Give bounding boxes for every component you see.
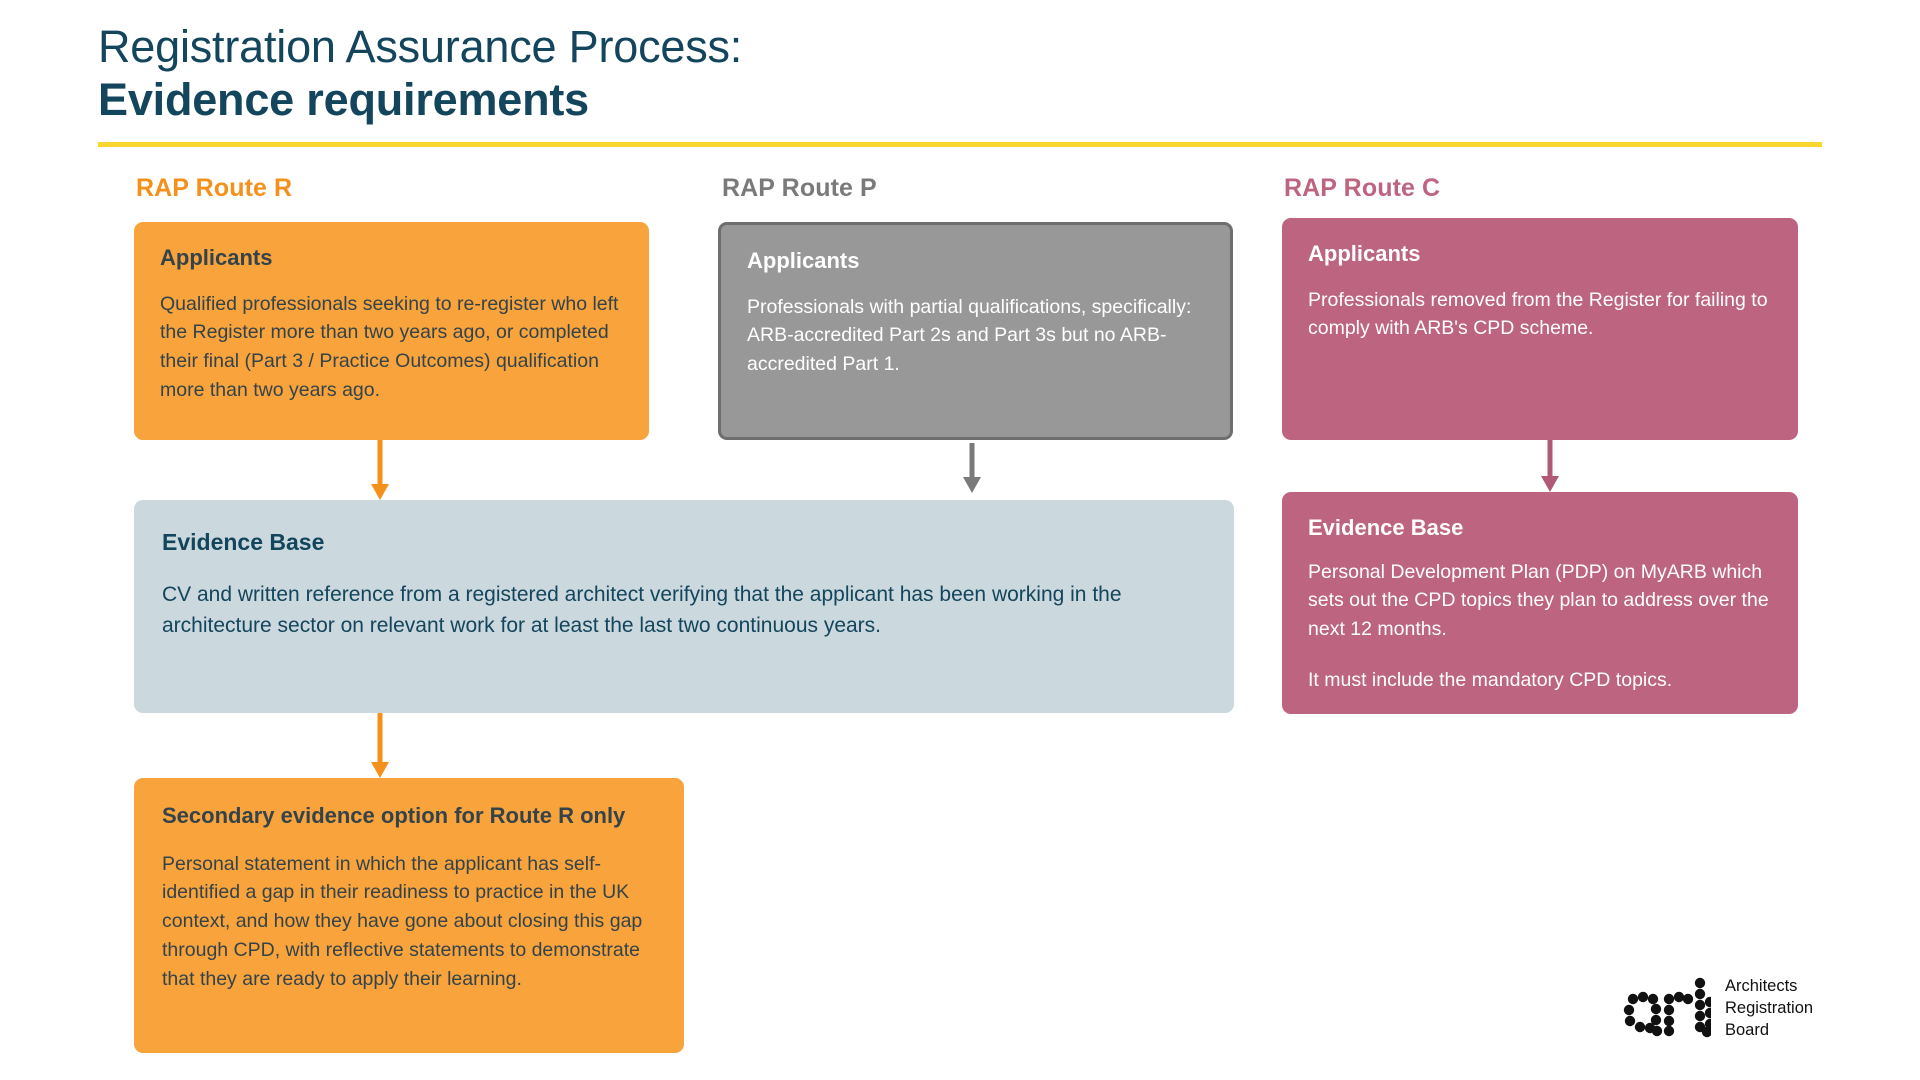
card-evidence-base-shared: Evidence Base CV and written reference f… [134,500,1234,713]
page-title-line-2: Evidence requirements [98,74,589,126]
arrow-down-route-c [1540,440,1560,492]
arrow-shaft [377,713,383,762]
arrow-down-route-r [370,440,390,500]
card-body: Qualified professionals seeking to re-re… [160,292,619,402]
arrow-head [371,762,389,778]
arb-dotted-mark-icon [1623,977,1711,1038]
arb-logo: Architects Registration Board [1623,975,1813,1043]
arrow-down-route-p [962,443,982,493]
page-title-line-1: Registration Assurance Process: [98,21,743,72]
arb-logo-line-1: Architects [1725,977,1798,996]
arrow-head [1541,476,1559,492]
column-header-route-p: RAP Route P [722,174,877,202]
arrow-down-secondary-evidence [370,713,390,778]
card-body: Personal statement in which the applican… [162,852,643,990]
arrow-head [963,477,981,493]
card-secondary-evidence-route-r: Secondary evidence option for Route R on… [134,778,684,1053]
page-title: Registration Assurance Process: Evidence… [98,20,742,126]
card-title: Applicants [747,248,860,273]
card-title: Evidence Base [1308,515,1464,540]
card-body: Professionals with partial qualification… [747,295,1192,376]
arrow-shaft [377,440,383,484]
arrow-shaft [969,443,975,477]
card-applicants-route-r: Applicants Qualified professionals seeki… [134,222,649,440]
card-body-paragraph-2: It must include the mandatory CPD topics… [1308,669,1673,692]
arb-logo-wordmark: Architects Registration Board [1725,976,1813,1042]
card-body: CV and written reference from a register… [162,582,1122,637]
card-title: Evidence Base [162,529,325,555]
card-title: Applicants [1308,241,1421,266]
arrow-shaft [1547,440,1553,476]
arb-logo-line-2: Registration [1725,999,1814,1018]
card-body: Personal Development Plan (PDP) on MyARB… [1308,558,1772,695]
card-applicants-route-c: Applicants Professionals removed from th… [1282,218,1798,440]
title-divider-rule [98,142,1822,147]
card-body-paragraph-1: Personal Development Plan (PDP) on MyARB… [1308,560,1769,641]
card-body: Professionals removed from the Register … [1308,288,1768,340]
column-header-route-r: RAP Route R [136,174,293,202]
arb-logo-line-3: Board [1725,1020,1770,1039]
card-applicants-route-p: Applicants Professionals with partial qu… [718,222,1233,440]
arrow-head [371,484,389,500]
card-evidence-base-route-c: Evidence Base Personal Development Plan … [1282,492,1798,714]
card-title: Applicants [160,245,273,270]
card-title: Secondary evidence option for Route R on… [162,803,626,828]
column-header-route-c: RAP Route C [1284,174,1441,202]
